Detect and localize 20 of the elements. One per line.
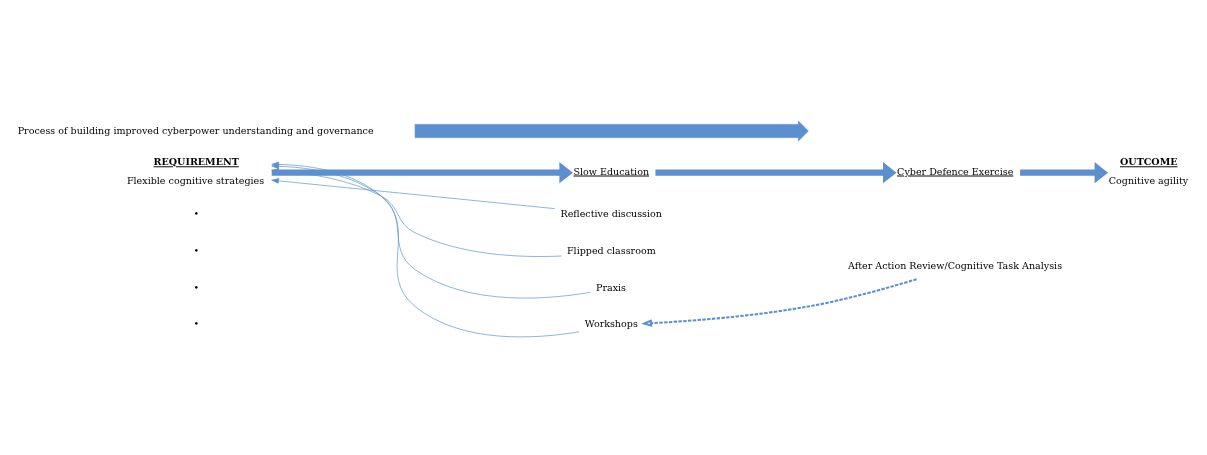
- arrow: [655, 161, 897, 183]
- arrow: [271, 167, 562, 257]
- node-text: Workshops: [584, 317, 638, 329]
- node-text: OUTCOME Cognitive agility: [1108, 155, 1189, 186]
- node-text: Slow Education: [573, 165, 650, 177]
- node-text: Flipped classroom: [566, 244, 656, 256]
- label: •: [193, 281, 200, 293]
- arrow: [271, 177, 556, 209]
- node-text: Process of building improved cyberpower understanding and governance: [17, 124, 374, 136]
- label: •: [193, 207, 200, 219]
- label: •: [193, 317, 200, 329]
- node-text: After Action Review/Cognitive Task Analysis: [847, 259, 1063, 271]
- arrow: [641, 277, 917, 327]
- node-text: Praxis: [595, 281, 627, 293]
- node-text: REQUIREMENT Flexible cognitive strategies: [126, 155, 265, 186]
- node-arrow: [414, 120, 809, 141]
- node-text: Cyber Defence Exercise: [897, 165, 1014, 177]
- node-text: Reflective discussion: [560, 207, 662, 219]
- arrow: [1020, 161, 1109, 183]
- label: •: [193, 244, 200, 256]
